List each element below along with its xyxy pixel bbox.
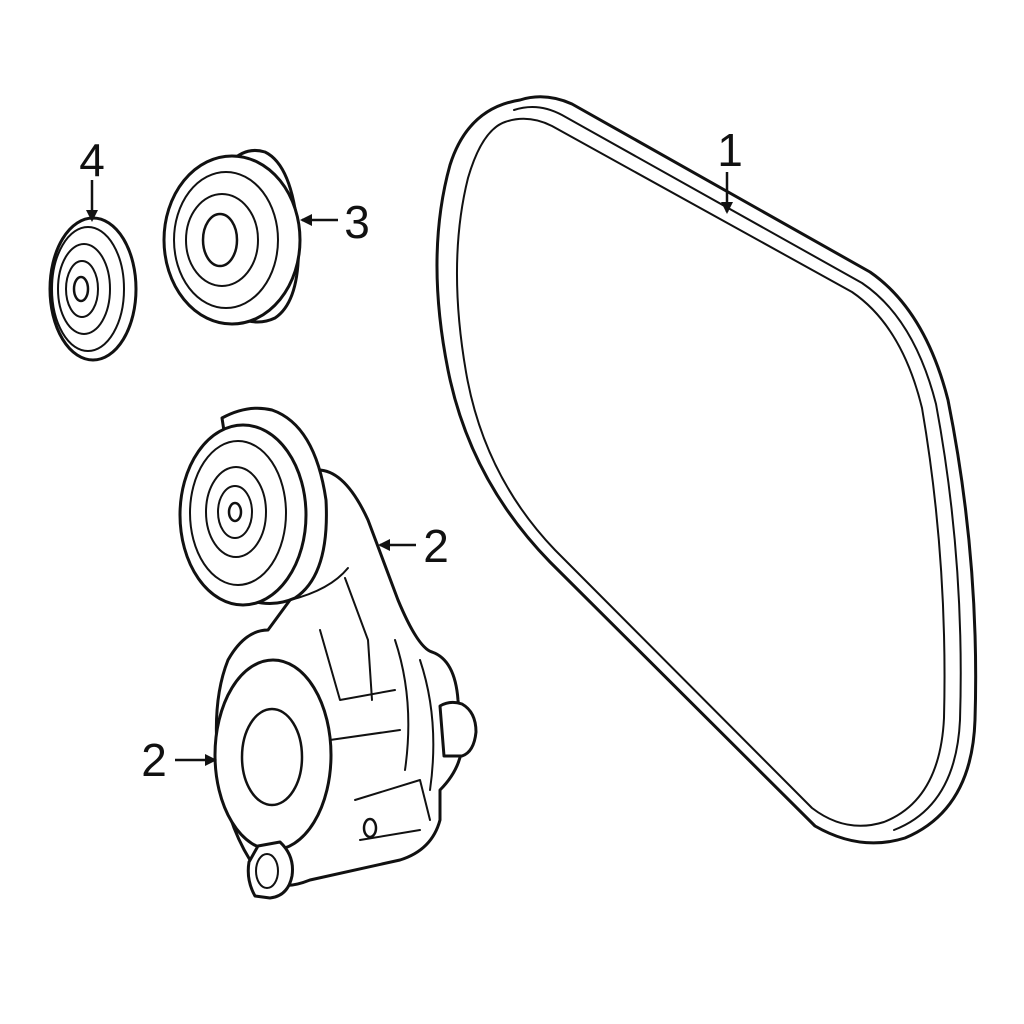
- belt-rib-line: [513, 105, 962, 831]
- belt-outer-edge: [435, 95, 978, 845]
- leader-lines: [86, 172, 733, 766]
- tensioner-assembly[interactable]: [178, 406, 478, 900]
- idler-pulley-small[interactable]: [48, 216, 138, 362]
- callout-idler-large: 3: [344, 196, 370, 248]
- tensioner-bottom-bolt: [246, 840, 294, 900]
- callout-tensioner-pulley: 2: [423, 520, 449, 572]
- tensioner-bolt-hole: [362, 817, 378, 839]
- serpentine-belt[interactable]: [435, 95, 978, 845]
- callout-belt: 1: [717, 124, 743, 176]
- tensioner-pulley-face: [178, 423, 308, 607]
- callout-idler-small: 4: [79, 134, 105, 186]
- callout-tensioner-body: 2: [141, 734, 167, 786]
- belt-inner-edge: [455, 117, 946, 827]
- tensioner-boss-bore: [240, 707, 304, 807]
- tensioner-side-stud: [438, 700, 478, 758]
- idler-pulley-large[interactable]: [162, 148, 302, 326]
